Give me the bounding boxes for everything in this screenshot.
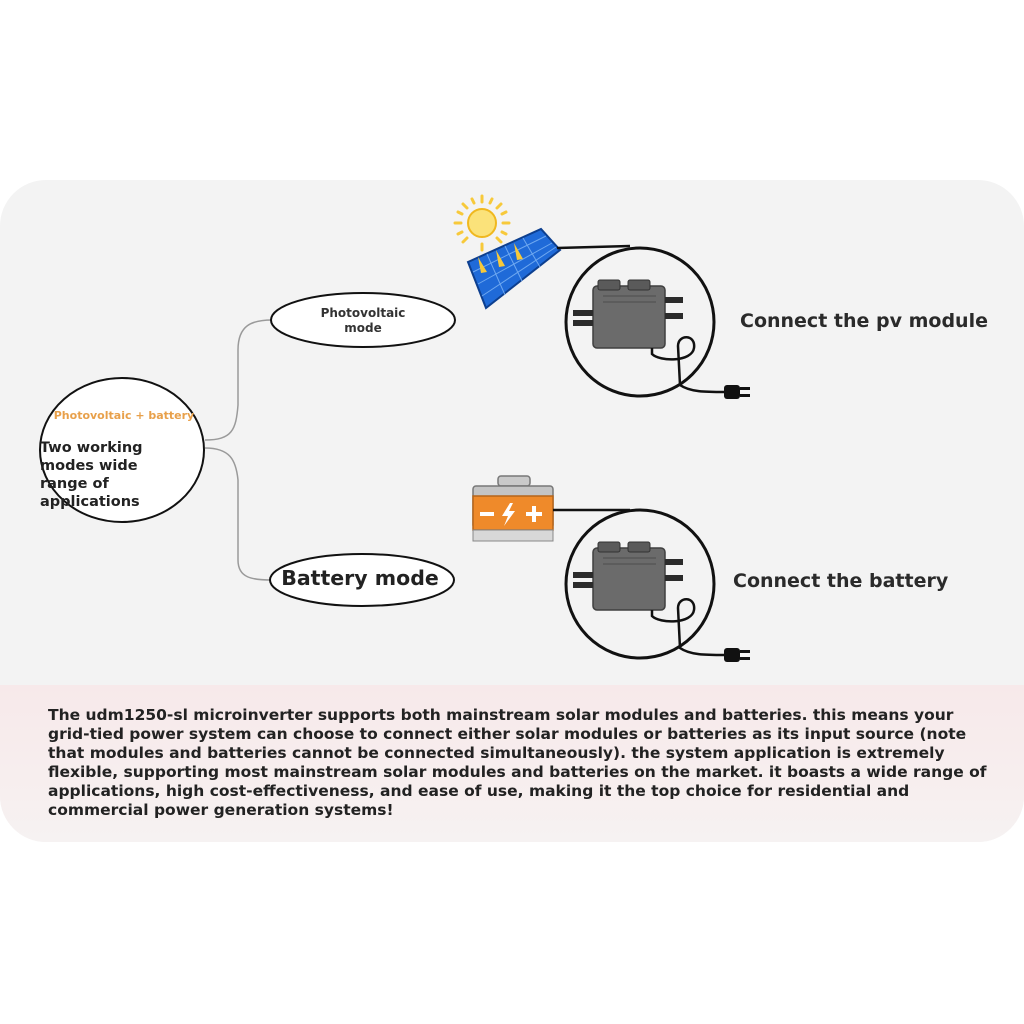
connector-to-battery <box>204 447 273 581</box>
battery-label: Connect the battery <box>733 570 949 592</box>
battery-inverter-ring <box>564 508 716 660</box>
center-node-text: Two working modes wide range of applicat… <box>40 440 143 510</box>
sun-icon <box>453 194 511 252</box>
battery-node <box>269 553 455 607</box>
microinverter-icon <box>573 541 683 611</box>
plug-icon <box>724 648 750 662</box>
battery-node-text: Battery mode <box>281 566 439 590</box>
pv-node-text: Photovoltaic mode <box>320 306 406 335</box>
pv-output-cable <box>650 336 726 394</box>
pv-node <box>270 292 456 348</box>
description-text: The udm1250-sl microinverter supports bo… <box>48 706 987 819</box>
pv-module-label: Connect the pv module <box>740 310 988 332</box>
solar-panel-icon <box>466 227 562 310</box>
plug-icon <box>724 385 750 399</box>
center-node <box>39 377 205 523</box>
content-card <box>0 180 1024 842</box>
center-node-tag: Photovoltaic + battery <box>53 409 195 422</box>
pv-inverter-ring <box>564 246 716 398</box>
microinverter-icon <box>573 279 683 349</box>
pv-cable <box>556 244 631 250</box>
battery-output-cable <box>650 598 726 657</box>
battery-icon <box>472 475 554 542</box>
connector-to-pv <box>204 319 273 441</box>
description-band <box>0 685 1024 842</box>
